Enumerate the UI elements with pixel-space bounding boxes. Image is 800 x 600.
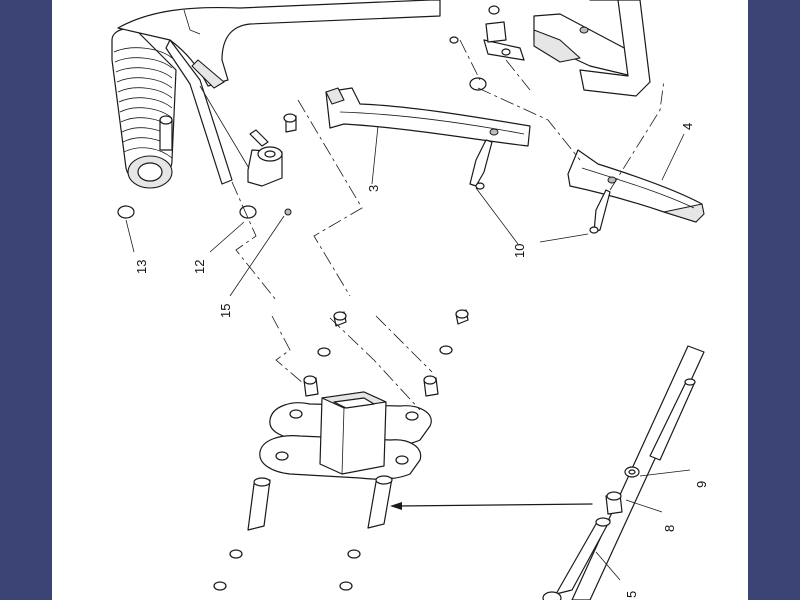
callout-13: 13	[134, 260, 149, 274]
callout-12: 12	[192, 260, 207, 274]
small-parts	[117, 113, 611, 234]
part-3-blade	[325, 87, 531, 147]
hitch-bracket	[259, 391, 432, 480]
top-right-bracket	[449, 0, 651, 97]
callout-8: 8	[662, 525, 677, 532]
callouts: 3 4 10 13 12 15 9 8 5	[134, 123, 709, 598]
callout-3: 3	[366, 185, 381, 192]
parts-diagram-sheet: 3 4 10 13 12 15 9 8 5	[52, 0, 748, 600]
assembly-arrow	[390, 502, 593, 510]
exploded-parts-diagram: 3 4 10 13 12 15 9 8 5	[111, 0, 709, 600]
right-shaft	[542, 345, 705, 600]
part-4-tine	[567, 149, 705, 223]
main-arm	[117, 0, 441, 187]
callout-5: 5	[624, 591, 639, 598]
leader-lines	[125, 125, 691, 581]
spring-bellows	[111, 27, 177, 189]
callout-10: 10	[512, 244, 527, 258]
callout-15: 15	[218, 304, 233, 318]
callout-4: 4	[680, 123, 695, 130]
bracket-hardware	[213, 309, 469, 591]
center-lines	[231, 39, 665, 411]
callout-9: 9	[694, 481, 709, 488]
